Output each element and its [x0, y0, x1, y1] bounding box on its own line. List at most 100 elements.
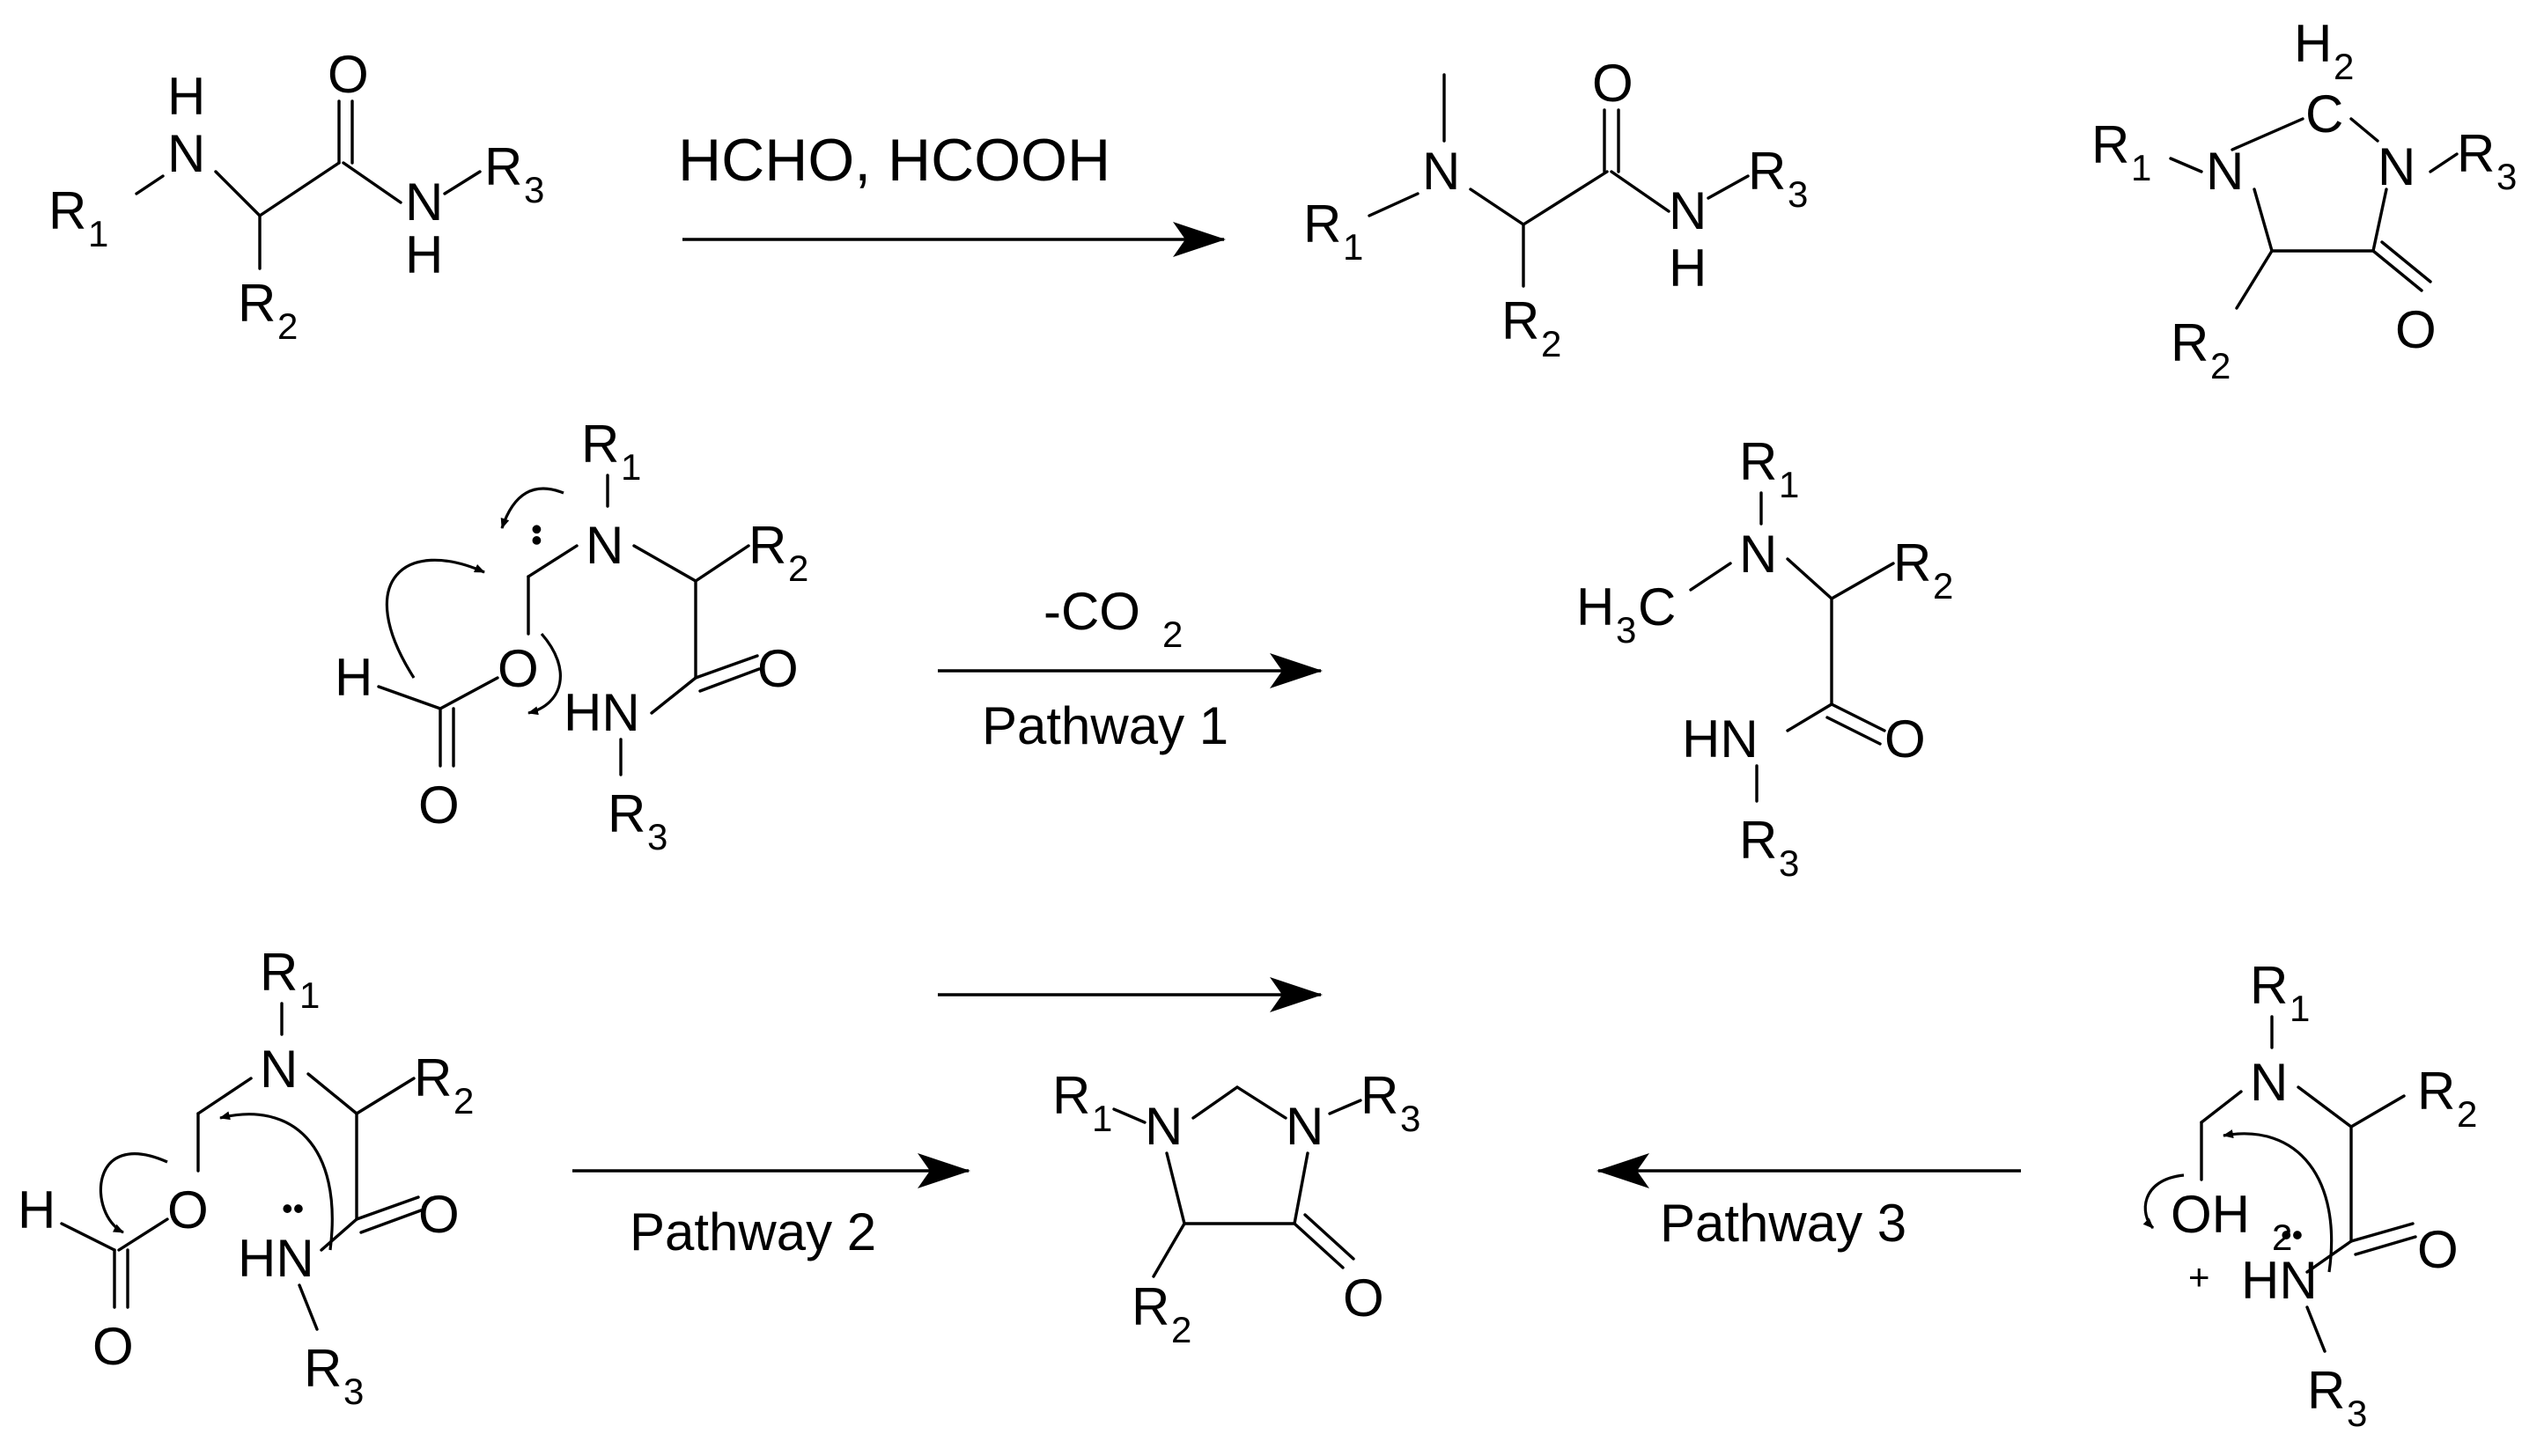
- atom-N: N: [1145, 1097, 1183, 1156]
- atom-O: O: [92, 1317, 134, 1376]
- atom-R: R: [260, 943, 298, 1002]
- subscript-1: 1: [2290, 988, 2310, 1029]
- atom-N: N: [260, 1040, 298, 1099]
- subscript-2: 2: [2210, 345, 2231, 386]
- reagents-label: HCHO, HCOOH: [678, 127, 1110, 194]
- subscript-2: 2: [2272, 1217, 2292, 1258]
- atom-R: R: [2457, 124, 2495, 183]
- atom-R: R: [238, 274, 276, 333]
- atom-N: N: [1669, 181, 1707, 240]
- plus-charge: +: [2188, 1256, 2210, 1298]
- subscript-2: 2: [2334, 46, 2354, 87]
- subscript-1: 1: [1092, 1098, 1112, 1139]
- subscript-3: 3: [647, 816, 667, 857]
- atom-HN: HN: [2241, 1251, 2318, 1310]
- atom-R: R: [1893, 533, 1931, 592]
- atom-R: R: [1132, 1277, 1169, 1336]
- subscript-3: 3: [2347, 1393, 2367, 1434]
- atom-R: R: [414, 1048, 452, 1107]
- atom-O: O: [498, 639, 539, 698]
- pathway-1-label: Pathway 1: [982, 696, 1228, 755]
- atom-O: O: [328, 45, 369, 104]
- atom-O: O: [2395, 300, 2437, 359]
- atom-N: N: [586, 516, 623, 575]
- imidazolidinone-top: H 2 C N N R 1 R 3 O R 2: [2091, 14, 2517, 386]
- subscript-3: 3: [1779, 842, 1799, 884]
- subscript-1: 1: [621, 446, 641, 488]
- atom-O: O: [2417, 1220, 2459, 1279]
- atom-N: N: [405, 173, 443, 232]
- oxonium-intermediate: R 1 N R 2 O •• HN R 3 OH 2 +: [2142, 956, 2477, 1434]
- n-methyl-product: R 1 N H 3 C R 2 O HN R 3: [1576, 432, 1953, 884]
- starting-amide: H N R 1 O N H R 3 R 2: [48, 45, 544, 347]
- subscript-2: 2: [453, 1080, 474, 1121]
- atom-R: R: [1360, 1066, 1398, 1125]
- atom-HN: HN: [564, 683, 640, 742]
- lone-pair: ••: [282, 1190, 304, 1226]
- atom-R: R: [581, 415, 619, 474]
- atom-R: R: [608, 784, 645, 843]
- imidazolidinone-product: R 1 N N R 3 O R 2: [1052, 1066, 1420, 1350]
- atom-R: R: [2307, 1361, 2345, 1420]
- subscript-2: 2: [277, 305, 298, 347]
- atom-O: O: [1884, 710, 1926, 768]
- atom-R: R: [748, 516, 786, 575]
- atom-OH2: OH: [2171, 1185, 2250, 1244]
- subscript-3: 3: [1400, 1098, 1420, 1139]
- formate-intermediate-2: R 1 N R 2 O •• HN R 3 O O H: [18, 943, 474, 1412]
- subscript-2: 2: [788, 548, 808, 589]
- atom-H: H: [2294, 14, 2332, 73]
- atom-HN: HN: [238, 1229, 314, 1288]
- subscript-1: 1: [299, 974, 320, 1016]
- atom-H: H: [335, 648, 372, 707]
- atom-R: R: [2091, 115, 2129, 174]
- atom-HN: HN: [1682, 710, 1759, 768]
- subscript-3: 3: [2496, 156, 2517, 197]
- atom-H3C: H: [1576, 577, 1614, 636]
- decarboxylation-subscript: 2: [1162, 614, 1183, 655]
- atom-H: H: [167, 67, 205, 126]
- atom-C: C: [2305, 85, 2343, 143]
- atom-N: N: [2206, 142, 2244, 201]
- decarboxylation-label: -CO: [1043, 582, 1140, 641]
- pathway-3-label: Pathway 3: [1660, 1194, 1906, 1253]
- subscript-1: 1: [1779, 464, 1799, 505]
- atom-O: O: [418, 776, 460, 835]
- atom-R: R: [1303, 195, 1341, 254]
- atom-R: R: [1501, 291, 1539, 350]
- subscript-1: 1: [1343, 226, 1363, 268]
- atom-N: N: [2378, 137, 2415, 196]
- atom-N: N: [167, 124, 205, 183]
- atom-R: R: [484, 137, 522, 196]
- subscript-2: 2: [1933, 565, 1953, 607]
- atom-H: H: [405, 225, 443, 284]
- pathway-2-label: Pathway 2: [630, 1202, 876, 1261]
- atom-N: N: [2250, 1053, 2288, 1112]
- lone-pair: ••: [2281, 1217, 2303, 1253]
- atom-N: N: [1286, 1097, 1324, 1156]
- atom-O: O: [1592, 54, 1633, 113]
- atom-H: H: [1669, 239, 1707, 298]
- atom-R: R: [48, 181, 86, 240]
- subscript-3: 3: [1616, 609, 1636, 651]
- subscript-1: 1: [88, 213, 108, 254]
- formate-intermediate-1: R 1 N •• R 2 O HN R 3 O O H: [335, 415, 808, 857]
- atom-R: R: [2171, 313, 2208, 372]
- atom-N: N: [1422, 142, 1460, 201]
- atom-O: O: [418, 1185, 460, 1244]
- subscript-2: 2: [1541, 323, 1561, 364]
- atom-R: R: [304, 1339, 342, 1398]
- atom-O: O: [1343, 1268, 1384, 1327]
- subscript-2: 2: [2457, 1093, 2477, 1135]
- atom-R: R: [1052, 1066, 1090, 1125]
- atom-R: R: [1748, 142, 1786, 201]
- atom-R: R: [2250, 956, 2288, 1015]
- atom-R: R: [1739, 432, 1777, 491]
- subscript-3: 3: [524, 169, 544, 210]
- subscript-2: 2: [1171, 1309, 1191, 1350]
- atom-H3C-tail: C: [1638, 577, 1676, 636]
- atom-R: R: [1739, 811, 1777, 870]
- atom-H: H: [18, 1180, 55, 1239]
- atom-R: R: [2417, 1062, 2455, 1121]
